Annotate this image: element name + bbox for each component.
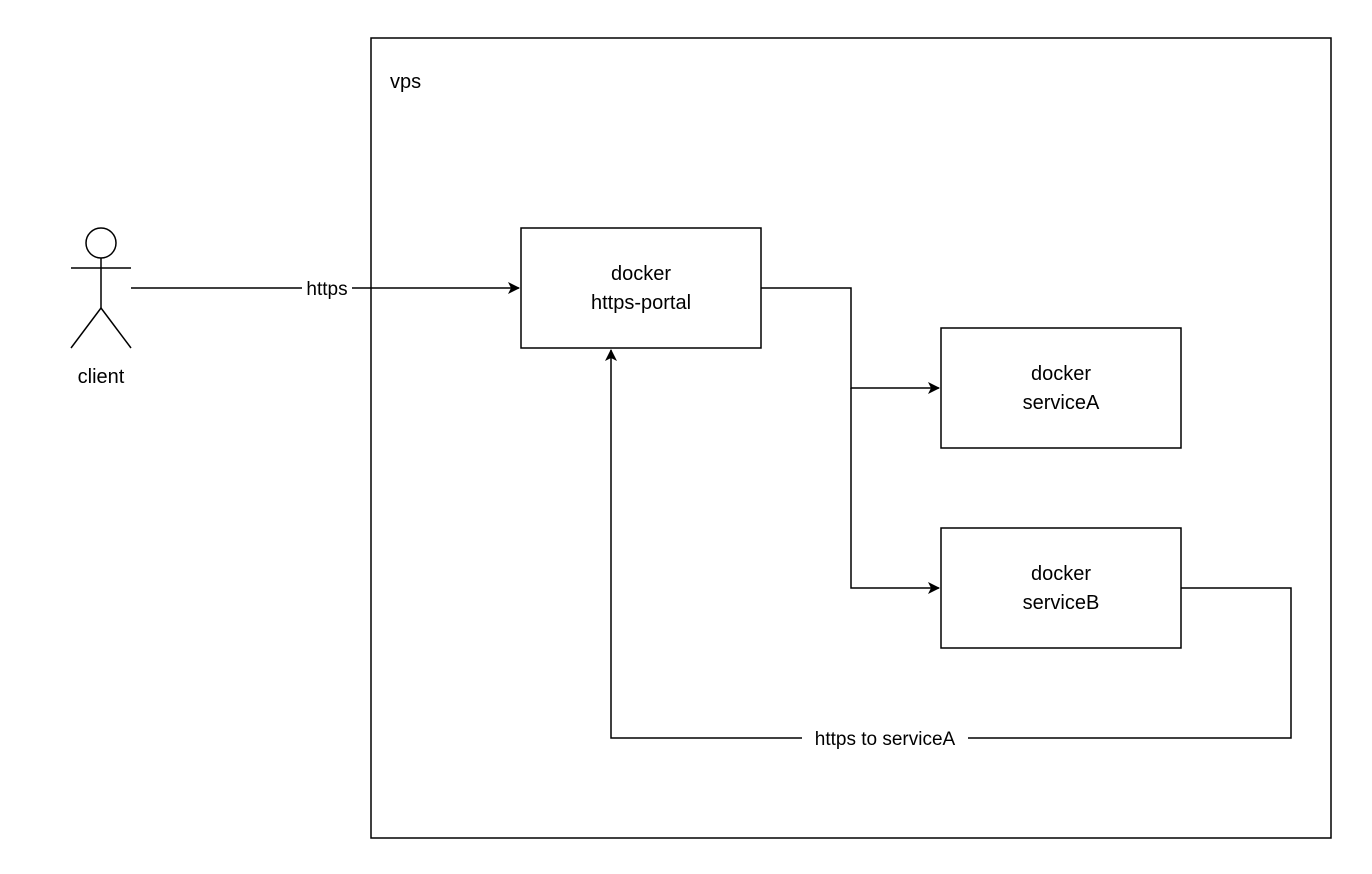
edge-serviceB-to-portal-line — [605, 349, 1292, 739]
edge-serviceB-to-portal-label: https to serviceA — [815, 729, 956, 750]
node-serviceA[interactable]: docker serviceA — [940, 327, 1182, 449]
edge-client-to-portal-label-bg — [302, 276, 352, 300]
edge-portal-to-serviceB-line — [850, 388, 940, 594]
client-right-leg-line — [100, 307, 132, 349]
node-serviceA-line1: docker — [1031, 363, 1091, 385]
client-left-leg-line — [70, 307, 102, 349]
node-https-portal-line2: https-portal — [591, 292, 691, 314]
client-head-shape — [85, 227, 117, 259]
node-serviceA-line2: serviceA — [1023, 392, 1100, 414]
edge-client-to-portal-label: https — [306, 279, 347, 300]
edge-client-to-portal[interactable]: https — [131, 276, 520, 300]
node-serviceB[interactable]: docker serviceB — [940, 527, 1182, 649]
client-label: client — [78, 366, 125, 388]
node-https-portal-line1: docker — [611, 263, 671, 285]
edge-portal-to-serviceB[interactable] — [850, 388, 940, 594]
node-serviceB-line2: serviceB — [1023, 592, 1100, 614]
edge-serviceB-to-portal-label-bg — [802, 726, 968, 750]
edge-portal-to-serviceA-line — [761, 287, 940, 394]
node-https-portal[interactable]: docker https-portal — [520, 227, 762, 349]
edge-serviceB-to-portal[interactable]: https to serviceA — [605, 349, 1292, 750]
node-serviceB-line1: docker — [1031, 563, 1091, 585]
edge-portal-to-serviceA[interactable] — [761, 287, 940, 394]
vps-label: vps — [390, 71, 421, 93]
client-actor[interactable]: client — [70, 227, 132, 388]
